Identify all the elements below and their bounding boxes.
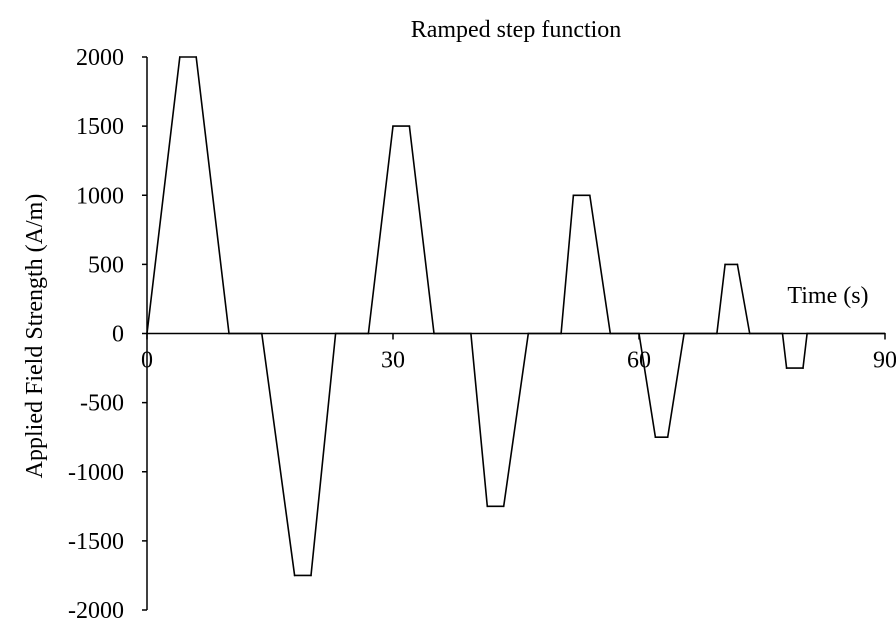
data-point <box>802 367 804 369</box>
data-point <box>560 332 562 335</box>
data-point <box>195 56 197 58</box>
data-point <box>884 332 886 335</box>
data-point <box>146 332 148 335</box>
data-point <box>527 332 530 335</box>
y-tick-label: 1000 <box>76 183 124 209</box>
y-tick-label: -1000 <box>68 460 124 486</box>
y-axis-label: Applied Field Strength (A/m) <box>22 194 48 479</box>
data-point <box>261 332 263 335</box>
data-point <box>609 332 612 335</box>
data-point <box>716 332 718 335</box>
y-axis-ticks: 2000 1500 1000 500 0 -500 -1000 -1500 -2000 <box>68 45 147 623</box>
x-tick-label: 90 <box>873 348 896 374</box>
y-tick-label: -2000 <box>68 598 124 623</box>
series-group <box>146 56 886 577</box>
chart-title: Ramped step function <box>411 17 622 43</box>
x-tick-label: 30 <box>381 348 405 374</box>
data-point <box>486 505 489 508</box>
data-point <box>781 332 784 335</box>
data-point <box>736 263 739 266</box>
x-axis-ticks: 0 30 60 90 <box>141 333 896 374</box>
y-tick-label: 1500 <box>76 114 124 140</box>
y-tick-label: -1500 <box>68 529 124 555</box>
data-point <box>470 332 472 335</box>
data-point <box>572 194 575 197</box>
y-tick-label: 2000 <box>76 45 124 71</box>
data-point <box>293 574 296 577</box>
data-point <box>334 332 337 335</box>
y-tick-label: -500 <box>80 391 124 417</box>
data-point <box>654 436 657 438</box>
data-point <box>748 332 751 335</box>
data-point <box>367 332 370 335</box>
x-tick-label: 0 <box>141 348 153 374</box>
data-point <box>310 574 312 577</box>
data-point <box>179 56 181 58</box>
x-tick-label: 60 <box>627 348 651 374</box>
data-point <box>228 332 230 335</box>
x-axis-label: Time (s) <box>787 283 868 309</box>
data-point <box>785 367 788 369</box>
series-line-0 <box>146 56 885 577</box>
data-point <box>724 263 726 266</box>
data-point <box>638 332 640 335</box>
data-point <box>683 332 685 335</box>
y-tick-label: 500 <box>88 252 124 278</box>
y-tick-label: 0 <box>112 322 124 348</box>
data-point <box>806 332 808 335</box>
data-point <box>502 505 505 508</box>
data-point <box>408 125 411 127</box>
data-point <box>433 332 435 335</box>
data-point <box>392 125 394 127</box>
data-point <box>666 436 669 438</box>
data-point <box>589 194 591 197</box>
